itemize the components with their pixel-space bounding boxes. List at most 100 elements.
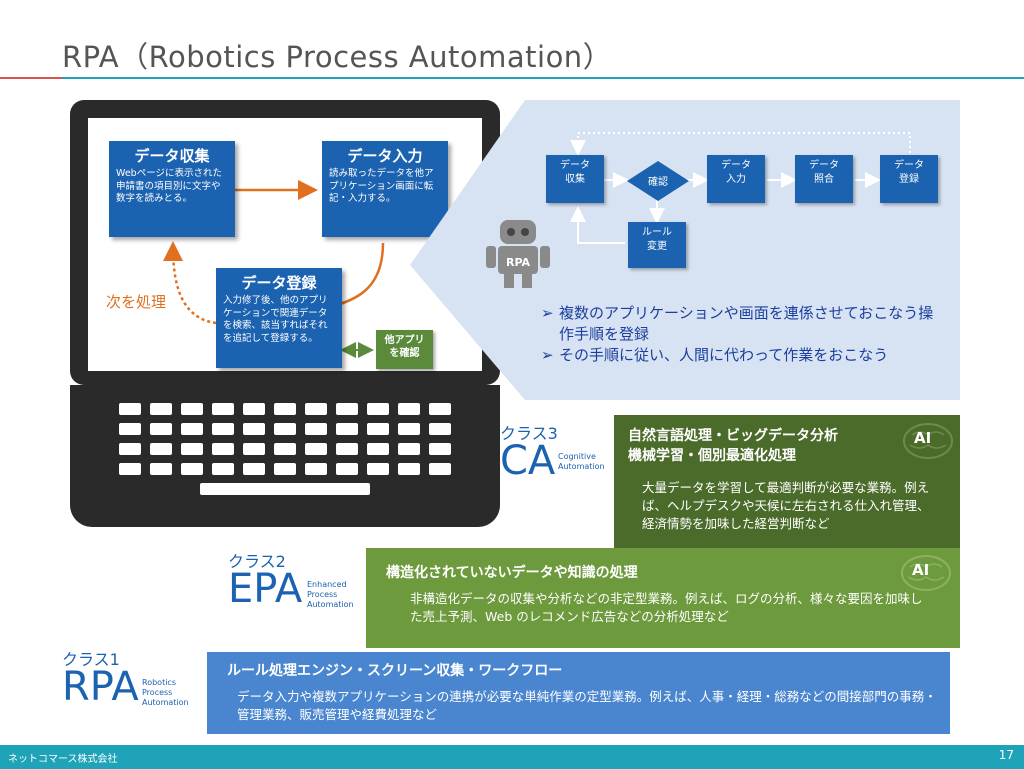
keyboard-key [305, 463, 327, 475]
keyboard-key [398, 403, 420, 415]
bullet-item: ➢その手順に従い、人間に代わって作業をおこなう [541, 345, 946, 366]
keyboard-key [181, 403, 203, 415]
class3-ai-badge: AI [914, 429, 932, 447]
keyboard-key [150, 403, 172, 415]
class2-abbr: EPA [228, 566, 303, 612]
keyboard-key [119, 463, 141, 475]
class3-fullname-2: Automation [558, 462, 605, 471]
keyboard-key [336, 443, 358, 455]
keyboard-key [398, 423, 420, 435]
keyboard-key [119, 403, 141, 415]
flow-confirm-label: 確認 [648, 177, 668, 188]
box-data-collect: データ収集 Webページに表示された申請書の項目別に文字や数字を読みとる。 [109, 141, 235, 237]
keyboard-key [243, 463, 265, 475]
rpa-detail-panel [525, 100, 960, 400]
bullet-arrow-icon: ➢ [541, 346, 554, 364]
class2-heading: 構造化されていないデータや知識の処理 [386, 565, 638, 581]
keyboard-key [367, 443, 389, 455]
keyboard-key [367, 423, 389, 435]
other-app-check: 他アプリ を確認 [376, 330, 433, 369]
class1-fullname: Robotics Process Automation [142, 678, 189, 708]
keyboard-key [305, 423, 327, 435]
keyboard-key [119, 423, 141, 435]
keyboard-key [429, 443, 451, 455]
bullet-arrow-icon: ➢ [541, 304, 554, 322]
keyboard-key [243, 423, 265, 435]
keyboard-key [429, 403, 451, 415]
class3-fullname: Cognitive Automation [558, 452, 605, 472]
class2-fullname-2: Process [307, 590, 338, 599]
flow-data-match: データ 照合 [795, 155, 853, 203]
keyboard-key [212, 403, 234, 415]
box-data-collect-title: データ収集 [134, 147, 210, 165]
flow-data-register-line1: データ [894, 160, 924, 171]
keyboard-key [367, 463, 389, 475]
brain-icon [901, 555, 951, 591]
footer-bar [0, 745, 1024, 769]
keyboard-key [367, 403, 389, 415]
class2-layer: 構造化されていないデータや知識の処理 非構造化データの収集や分析などの非定型業務… [366, 548, 960, 648]
class1-heading: ルール処理エンジン・スクリーン収集・ワークフロー [227, 663, 563, 679]
keyboard-key [274, 443, 296, 455]
keyboard-key [150, 463, 172, 475]
flow-data-input-line1: データ [721, 160, 751, 171]
keyboard-key [274, 463, 296, 475]
box-data-input-body: 読み取ったデータを他アプリケーション画面に転記・入力する。 [329, 168, 434, 204]
class2-ai-badge: AI [912, 561, 930, 579]
class2-fullname-3: Automation [307, 600, 354, 609]
box-data-register-body: 入力修了後、他のアプリケーションで関連データを検索、該当すればそれを追記して登録… [223, 295, 328, 344]
keyboard-key [150, 443, 172, 455]
class2-label: クラス2 [228, 552, 286, 571]
robot-icon [486, 220, 550, 288]
footer-company: ネットコマース株式会社 [8, 754, 118, 765]
flow-data-collect-line1: データ [560, 160, 590, 171]
keyboard-key [243, 443, 265, 455]
box-data-register-title: データ登録 [241, 274, 317, 292]
box-data-input: データ入力 読み取ったデータを他アプリケーション画面に転記・入力する。 [322, 141, 448, 237]
page-title: RPA（Robotics Process Automation） [62, 40, 613, 74]
keyboard-key [243, 403, 265, 415]
arrow-register-to-collect [163, 241, 217, 325]
class2-fullname: Enhanced Process Automation [307, 580, 354, 610]
flow-data-register: データ 登録 [880, 155, 938, 203]
flow-confirm-diamond [627, 161, 689, 201]
class1-layer: ルール処理エンジン・スクリーン収集・ワークフロー データ入力や複数アプリケーショ… [207, 652, 950, 734]
class3-layer: 自然言語処理・ビッグデータ分析 機械学習・個別最適化処理 大量データを学習して最… [614, 415, 960, 550]
flow-data-match-line1: データ [809, 160, 839, 171]
flow-rule-change-line1: ルール [642, 227, 672, 238]
title-divider-teal [62, 77, 1024, 79]
keyboard-key [398, 463, 420, 475]
keyboard-key [212, 423, 234, 435]
flow-data-collect-line2: 収集 [565, 174, 585, 185]
keyboard-spacebar [200, 483, 370, 495]
class3-abbr: CA [500, 438, 556, 484]
class1-fullname-1: Robotics [142, 678, 176, 687]
class1-fullname-2: Process [142, 688, 173, 697]
keyboard-key [181, 423, 203, 435]
box-data-input-title: データ入力 [347, 147, 423, 165]
class2-body: 非構造化データの収集や分析などの非定型業務。例えば、ログの分析、様々な要因を加味… [410, 591, 923, 624]
robot-label: RPA [505, 256, 531, 269]
keyboard-key [212, 443, 234, 455]
keyboard-key [429, 423, 451, 435]
keyboard-key [212, 463, 234, 475]
keyboard-key [336, 403, 358, 415]
class3-label: クラス3 [500, 424, 558, 443]
class3-fullname-1: Cognitive [558, 452, 596, 461]
class3-heading: 自然言語処理・ビッグデータ分析 機械学習・個別最適化処理 [628, 426, 838, 466]
flow-data-register-line2: 登録 [899, 174, 919, 185]
flow-rule-change: ルール 変更 [628, 222, 686, 268]
flow-data-collect: データ 収集 [546, 155, 604, 203]
keyboard-key [305, 443, 327, 455]
zoom-connector [410, 100, 540, 400]
brain-icon [903, 423, 953, 459]
class3-heading-1: 自然言語処理・ビッグデータ分析 [628, 428, 838, 444]
class1-label: クラス1 [62, 650, 120, 669]
bullet-item: ➢複数のアプリケーションや画面を連係させておこなう操作手順を登録 [541, 303, 946, 345]
flow-data-match-line2: 照合 [814, 174, 834, 185]
keyboard-key [274, 423, 296, 435]
other-app-line1: 他アプリ [384, 335, 425, 346]
bullet-list: ➢複数のアプリケーションや画面を連係させておこなう操作手順を登録 ➢その手順に従… [541, 303, 946, 366]
other-app-line2: を確認 [389, 348, 420, 359]
page-number: 17 [998, 748, 1014, 762]
